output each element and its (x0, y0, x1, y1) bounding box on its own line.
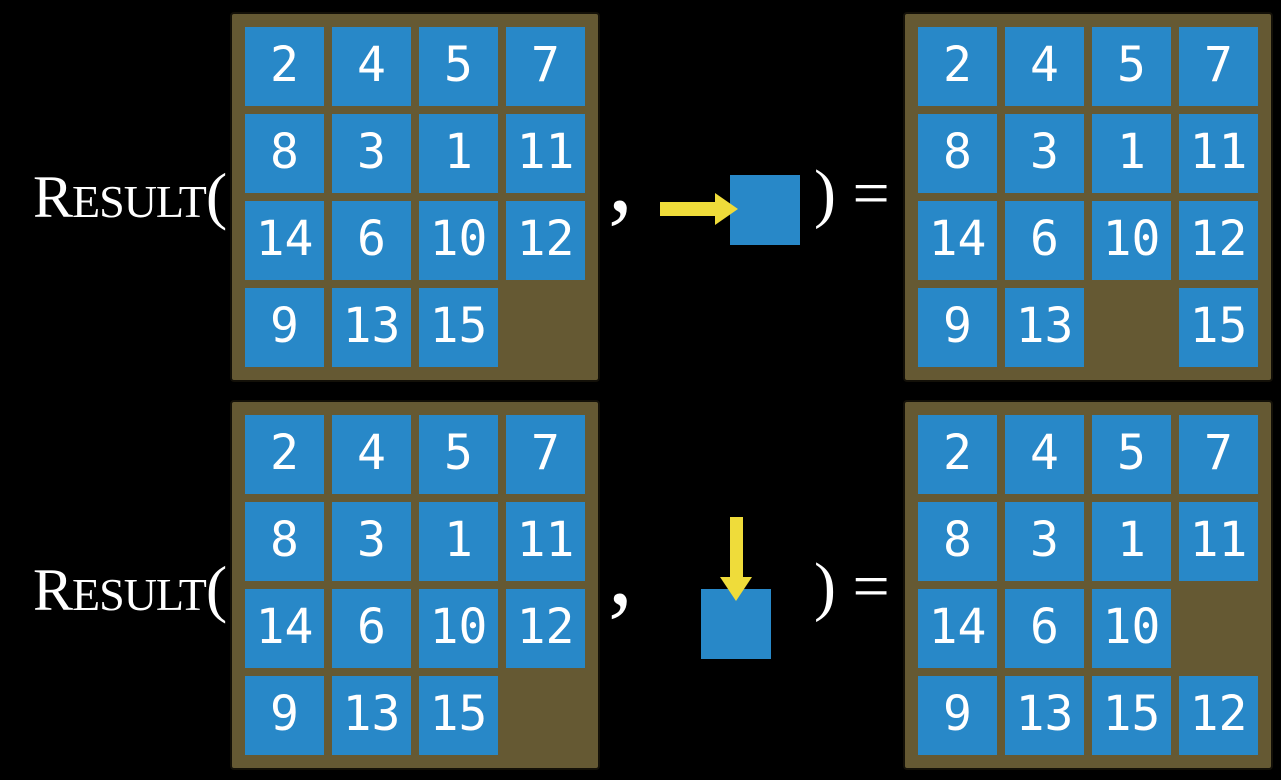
tile-9: 9 (918, 676, 997, 755)
blank-cell (506, 676, 585, 755)
tile-6: 6 (332, 589, 411, 668)
comma-2: , (608, 515, 633, 626)
tile-8: 8 (245, 114, 324, 193)
blank-cell (1092, 288, 1171, 367)
tile-12: 12 (1179, 201, 1258, 280)
function-name-initial: R (33, 164, 73, 230)
right-arrow-icon (660, 193, 738, 225)
tile-3: 3 (332, 502, 411, 581)
tile-15: 15 (1179, 288, 1258, 367)
tile-9: 9 (245, 288, 324, 367)
close-paren-equals-2: ) = (814, 550, 890, 623)
tile-11: 11 (506, 114, 585, 193)
function-name-rest: ESULT (72, 569, 207, 620)
tile-1: 1 (1092, 114, 1171, 193)
tile-12: 12 (506, 589, 585, 668)
result-function-label-1: RESULT( (33, 164, 227, 230)
tile-11: 11 (1179, 114, 1258, 193)
tile-13: 13 (332, 676, 411, 755)
action-square-1 (730, 175, 800, 245)
open-paren: ( (205, 553, 227, 624)
tile-10: 10 (419, 589, 498, 668)
tile-2: 2 (918, 415, 997, 494)
tile-7: 7 (506, 27, 585, 106)
tile-10: 10 (1092, 201, 1171, 280)
tile-8: 8 (918, 114, 997, 193)
tile-5: 5 (419, 415, 498, 494)
tile-2: 2 (918, 27, 997, 106)
tile-15: 15 (1092, 676, 1171, 755)
tile-14: 14 (918, 589, 997, 668)
tile-5: 5 (1092, 27, 1171, 106)
tile-14: 14 (245, 589, 324, 668)
tile-7: 7 (1179, 27, 1258, 106)
tile-4: 4 (1005, 27, 1084, 106)
tile-1: 1 (419, 502, 498, 581)
tile-7: 7 (1179, 415, 1258, 494)
tile-13: 13 (1005, 676, 1084, 755)
tile-5: 5 (419, 27, 498, 106)
tile-13: 13 (1005, 288, 1084, 367)
tile-6: 6 (332, 201, 411, 280)
tile-8: 8 (918, 502, 997, 581)
tile-15: 15 (419, 676, 498, 755)
close-paren-equals-1: ) = (814, 157, 890, 230)
tile-14: 14 (918, 201, 997, 280)
comma-1: , (608, 122, 633, 233)
tile-11: 11 (506, 502, 585, 581)
tile-2: 2 (245, 27, 324, 106)
tile-15: 15 (419, 288, 498, 367)
down-arrow-icon (720, 517, 752, 601)
tile-8: 8 (245, 502, 324, 581)
tile-12: 12 (506, 201, 585, 280)
tile-2: 2 (245, 415, 324, 494)
tile-6: 6 (1005, 589, 1084, 668)
tile-9: 9 (245, 676, 324, 755)
tile-14: 14 (245, 201, 324, 280)
result-function-label-2: RESULT( (33, 557, 227, 623)
tile-9: 9 (918, 288, 997, 367)
tile-4: 4 (332, 27, 411, 106)
tile-3: 3 (332, 114, 411, 193)
tile-12: 12 (1179, 676, 1258, 755)
tile-10: 10 (419, 201, 498, 280)
open-paren: ( (205, 160, 227, 231)
tile-4: 4 (332, 415, 411, 494)
tile-5: 5 (1092, 415, 1171, 494)
tile-4: 4 (1005, 415, 1084, 494)
tile-1: 1 (419, 114, 498, 193)
function-name-initial: R (33, 557, 73, 623)
blank-cell (1179, 589, 1258, 668)
tile-10: 10 (1092, 589, 1171, 668)
tile-3: 3 (1005, 114, 1084, 193)
function-name-rest: ESULT (72, 176, 207, 227)
tile-6: 6 (1005, 201, 1084, 280)
tile-13: 13 (332, 288, 411, 367)
tile-1: 1 (1092, 502, 1171, 581)
blank-cell (506, 288, 585, 367)
tile-11: 11 (1179, 502, 1258, 581)
tile-3: 3 (1005, 502, 1084, 581)
tile-7: 7 (506, 415, 585, 494)
